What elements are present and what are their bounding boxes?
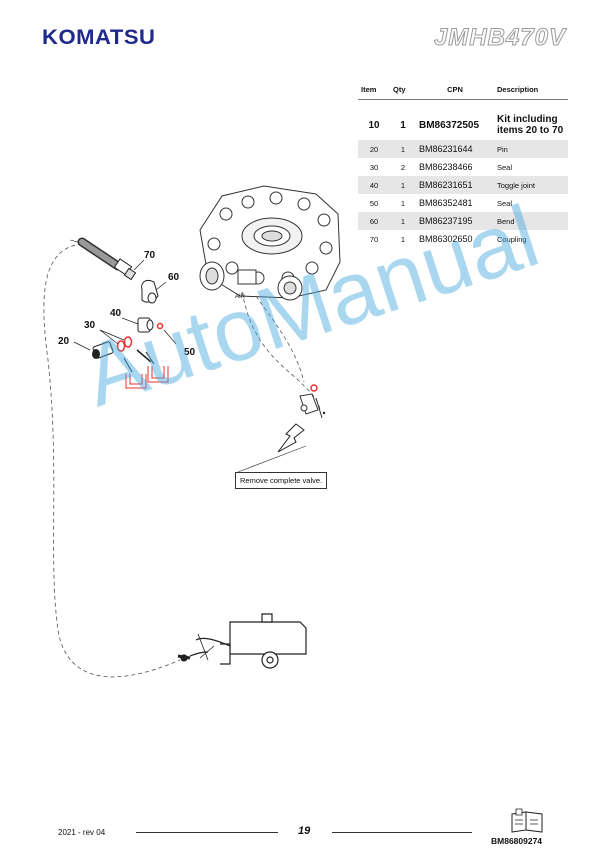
item-cell: 40 bbox=[358, 176, 390, 194]
item-cell: 20 bbox=[358, 140, 390, 158]
cpn-cell: BM86372505 bbox=[419, 119, 480, 131]
cpn-cell: BM86352481 bbox=[419, 198, 473, 208]
page-number: 19 bbox=[298, 825, 311, 837]
qty-cell: 1 bbox=[390, 212, 416, 230]
description-cell: Pin bbox=[494, 140, 568, 158]
parts-table-header: Item Qty CPN Description bbox=[358, 82, 568, 100]
description-cell: Toggle joint bbox=[494, 176, 568, 194]
bend-part bbox=[141, 279, 159, 304]
table-row: 60 1 BM86237195 Bend bbox=[358, 212, 568, 230]
footer-divider bbox=[332, 832, 472, 833]
description-cell: Kit including items 20 to 70 bbox=[497, 114, 564, 136]
toggle-joint-part bbox=[137, 317, 154, 333]
pin-part bbox=[92, 341, 152, 363]
exploded-parts-diagram: AIR 70 60 40 30 20 50 bbox=[43, 185, 341, 678]
cpn-cell: BM86237195 bbox=[416, 212, 494, 230]
seal-50-part bbox=[156, 322, 164, 330]
seal-30-part bbox=[123, 336, 133, 348]
table-row: 70 1 BM86302650 Coupling bbox=[358, 230, 568, 248]
cpn-cell: BM86231651 bbox=[416, 176, 494, 194]
col-cpn-header: CPN bbox=[416, 82, 494, 100]
description-cell: Seal bbox=[497, 162, 513, 172]
valve-body bbox=[199, 185, 341, 301]
callout-30: 30 bbox=[84, 320, 96, 331]
table-row: 20 1 BM86231644 Pin bbox=[358, 140, 568, 158]
removal-path-line bbox=[255, 295, 305, 383]
cpn-cell: BM86302650 bbox=[419, 234, 473, 244]
callout-60: 60 bbox=[168, 272, 180, 283]
footer-divider bbox=[136, 832, 278, 833]
qty-cell: 2 bbox=[400, 162, 406, 172]
revision-label: 2021 - rev 04 bbox=[58, 828, 106, 837]
hose-route-line bbox=[43, 243, 181, 678]
compressor-trailer bbox=[177, 613, 307, 669]
col-description-header: Description bbox=[494, 82, 568, 100]
callout-leaders bbox=[73, 259, 177, 351]
item-cell: 30 bbox=[369, 162, 379, 172]
callout-70: 70 bbox=[144, 250, 156, 261]
brand-logo: KOMATSU bbox=[42, 26, 156, 49]
retaining-clips bbox=[123, 351, 169, 389]
qty-cell: 1 bbox=[390, 176, 416, 194]
callout-20: 20 bbox=[58, 336, 70, 347]
item-cell: 50 bbox=[369, 198, 379, 208]
table-row: 30 2 BM86238466 Seal bbox=[358, 158, 568, 176]
manual-book-icon bbox=[511, 808, 543, 833]
col-qty-header: Qty bbox=[390, 82, 416, 100]
seal-30-part bbox=[116, 340, 126, 352]
parts-table: Item Qty CPN Description 10 1 BM86372505… bbox=[358, 82, 568, 248]
description-cell: Bend bbox=[494, 212, 568, 230]
description-cell: Coupling bbox=[497, 234, 527, 244]
qty-cell: 1 bbox=[400, 119, 406, 131]
document-code: BM86809274 bbox=[491, 836, 543, 846]
hose-assembly bbox=[77, 237, 137, 281]
instruction-note: Remove complete valve. bbox=[235, 472, 328, 489]
removal-path-line bbox=[241, 291, 321, 411]
air-port-label: AIR bbox=[235, 294, 246, 300]
cpn-cell: BM86231644 bbox=[416, 140, 494, 158]
callout-50: 50 bbox=[184, 347, 196, 358]
callout-40: 40 bbox=[110, 308, 122, 319]
valve-detail bbox=[299, 384, 326, 419]
table-row: 10 1 BM86372505 Kit including items 20 t… bbox=[358, 100, 568, 141]
removal-arrow-icon bbox=[277, 423, 305, 453]
col-item-header: Item bbox=[358, 82, 390, 100]
item-cell: 60 bbox=[358, 212, 390, 230]
table-row: 50 1 BM86352481 Seal bbox=[358, 194, 568, 212]
table-row: 40 1 BM86231651 Toggle joint bbox=[358, 176, 568, 194]
cpn-cell: BM86238466 bbox=[419, 162, 473, 172]
model-title: JMHB470V bbox=[433, 24, 566, 52]
description-cell: Seal bbox=[497, 198, 513, 208]
qty-cell: 1 bbox=[400, 234, 406, 244]
item-cell: 70 bbox=[369, 234, 379, 244]
qty-cell: 1 bbox=[390, 140, 416, 158]
item-cell: 10 bbox=[368, 119, 380, 131]
qty-cell: 1 bbox=[400, 198, 406, 208]
